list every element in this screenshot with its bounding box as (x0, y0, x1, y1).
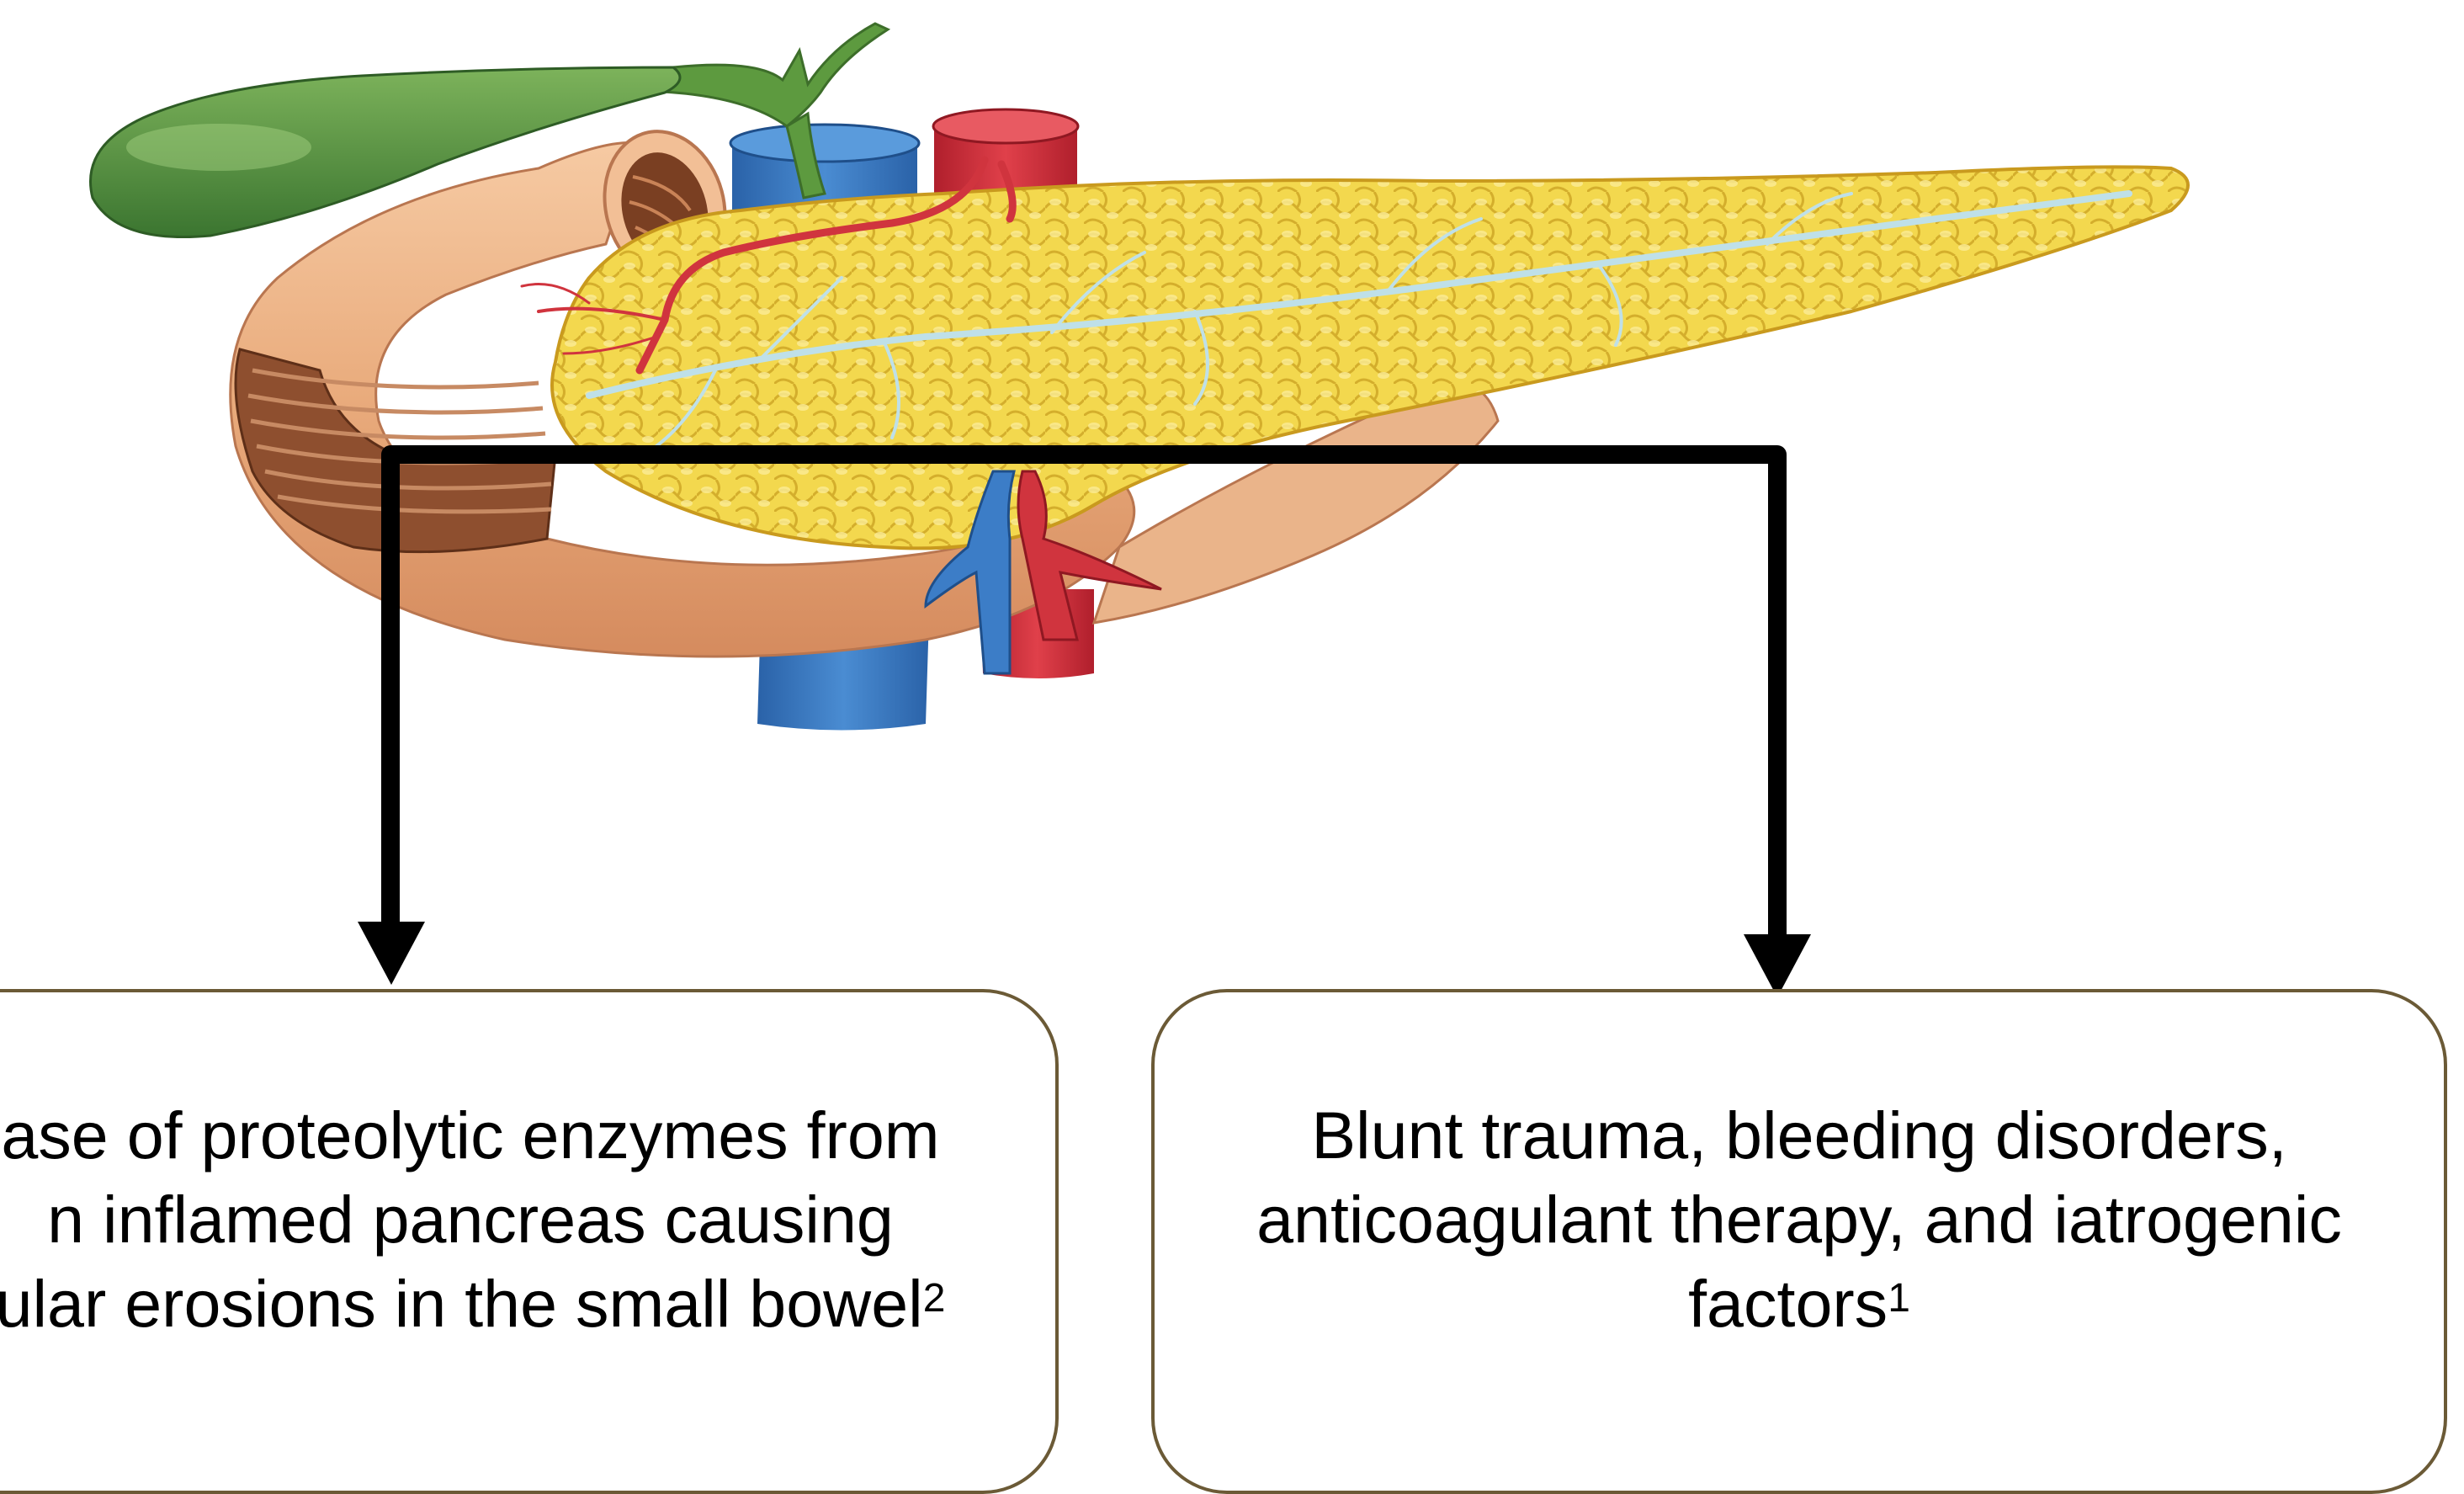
cause-line: anticoagulant therapy, and iatrogenic (1155, 1178, 2444, 1262)
cause-line: ular erosions in the small bowel2 (0, 1262, 1055, 1346)
arrow-head-left (358, 922, 425, 985)
cause-box-trauma: Blunt trauma, bleeding disorders, antico… (1151, 989, 2447, 1494)
cause-line: ase of proteolytic enzymes from (0, 1093, 1055, 1178)
arrow-head-right (1744, 934, 1811, 997)
cause-line-text: factors (1688, 1266, 1888, 1341)
cause-text-enzymes: ase of proteolytic enzymes from n inflam… (0, 1093, 1055, 1346)
reference-superscript: 1 (1888, 1276, 1910, 1321)
cause-line: n inflamed pancreas causing (0, 1178, 1055, 1262)
cause-line-text: ular erosions in the small bowel (0, 1266, 923, 1341)
cause-text-trauma: Blunt trauma, bleeding disorders, antico… (1155, 1093, 2444, 1346)
gallbladder-highlight (126, 124, 311, 171)
cause-box-enzymes: ase of proteolytic enzymes from n inflam… (0, 989, 1059, 1494)
reference-superscript: 2 (923, 1276, 946, 1321)
cause-line: factors1 (1155, 1262, 2444, 1346)
cause-line: Blunt trauma, bleeding disorders, (1155, 1093, 2444, 1178)
